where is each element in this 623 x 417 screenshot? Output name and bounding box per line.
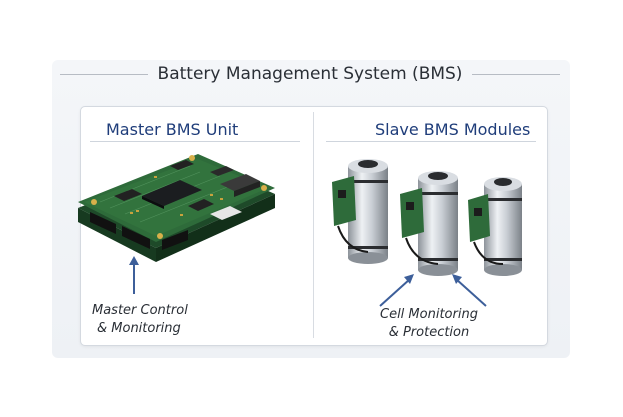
section-divider bbox=[313, 112, 314, 338]
master-up-arrow bbox=[129, 256, 139, 294]
slave-bms-modules-image bbox=[332, 159, 522, 276]
diagram-title: Battery Management System (BMS) bbox=[157, 64, 463, 84]
slave-heading-rule bbox=[326, 141, 536, 142]
slave-left-arrow bbox=[379, 274, 414, 307]
slave-caption: Cell Monitoring & Protection bbox=[380, 306, 478, 342]
master-caption-line1: Master Control bbox=[92, 303, 188, 318]
slave-cell-2 bbox=[400, 171, 458, 276]
slave-cell-1 bbox=[332, 159, 388, 264]
master-bms-heading: Master BMS Unit bbox=[106, 120, 239, 139]
slave-right-arrow bbox=[452, 274, 487, 307]
title-right-rule bbox=[472, 73, 560, 75]
master-caption: Master Control & Monitoring bbox=[92, 302, 188, 338]
slave-caption-line2: & Protection bbox=[388, 325, 470, 340]
slave-caption-line1: Cell Monitoring bbox=[380, 307, 478, 322]
master-caption-line2: & Monitoring bbox=[97, 321, 181, 336]
master-heading-rule bbox=[90, 141, 300, 142]
slave-bms-heading: Slave BMS Modules bbox=[375, 120, 531, 139]
title-bar: Battery Management System (BMS) bbox=[60, 62, 560, 86]
slave-cell-3 bbox=[468, 177, 522, 276]
title-left-rule bbox=[60, 73, 148, 75]
master-bms-board-image bbox=[78, 154, 275, 262]
